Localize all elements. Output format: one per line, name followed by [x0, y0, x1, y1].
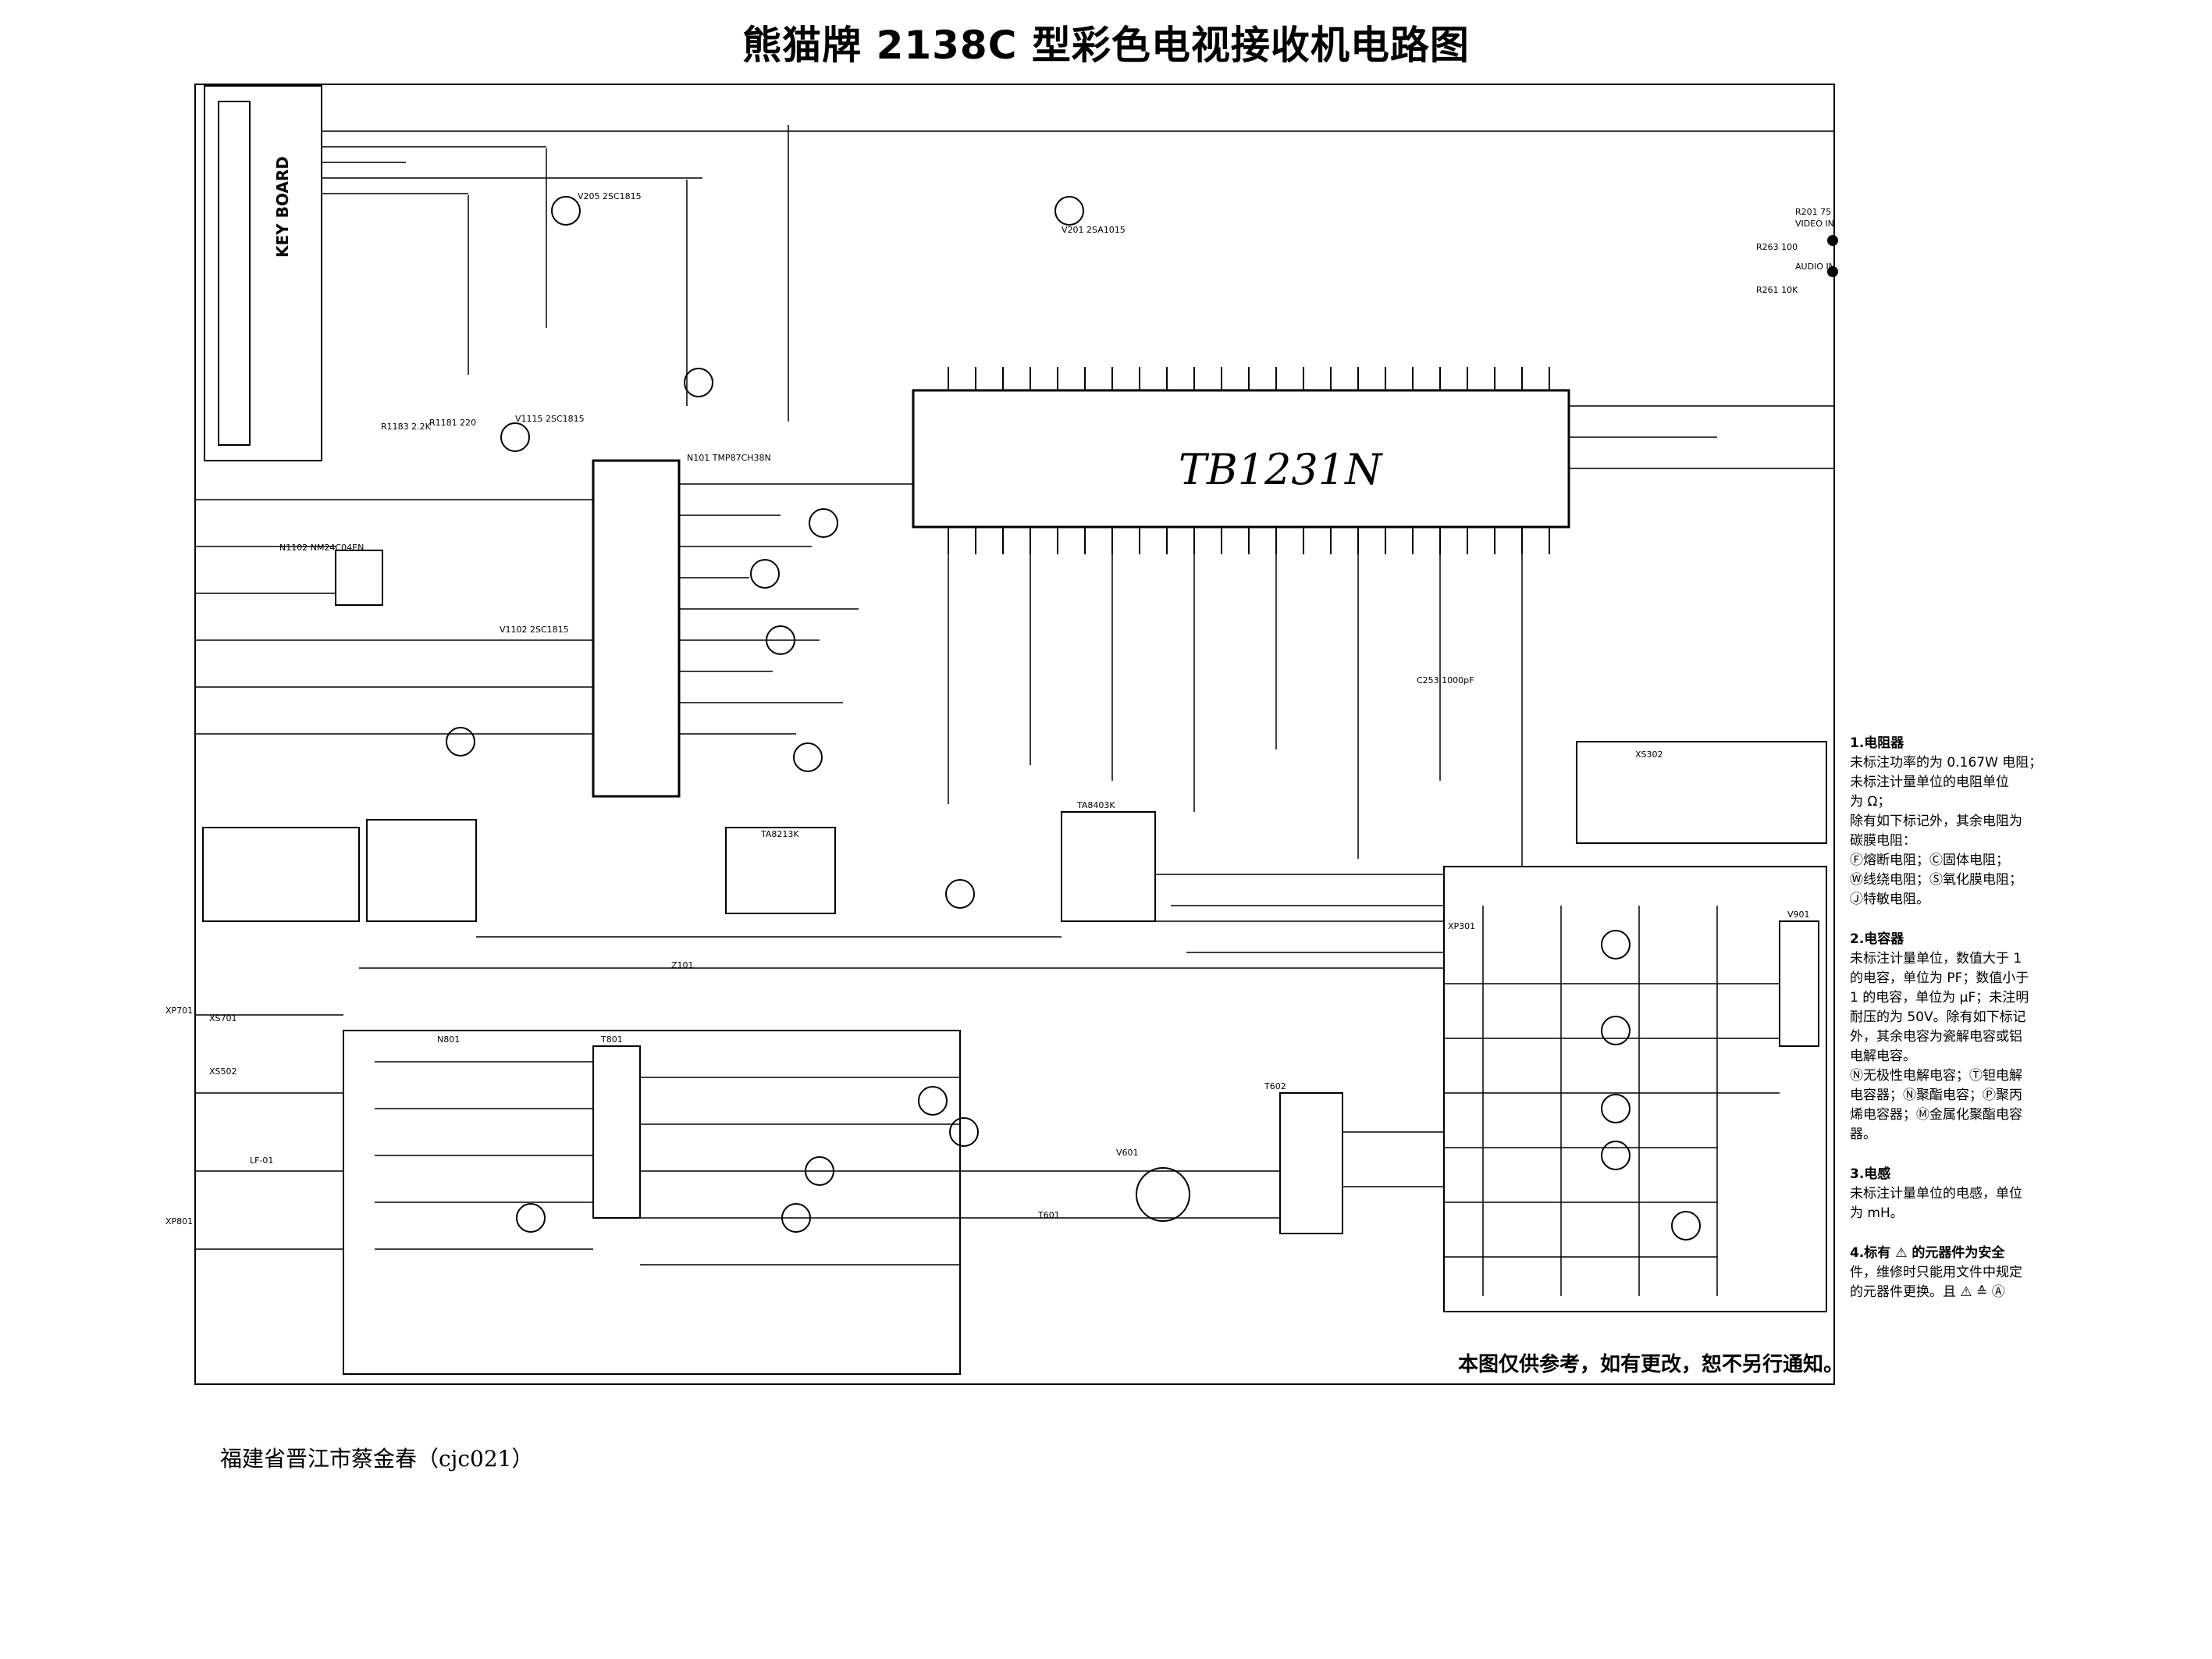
transistor-symbols — [446, 196, 1701, 1241]
component-label: N101 TMP87CH38N — [687, 453, 771, 463]
note-line: 的元器件更换。且 ⚠ ≙ Ⓐ — [1850, 1284, 2005, 1300]
component-label: TA8213K — [760, 829, 799, 839]
note-line: 件，维修时只能用文件中规定 — [1850, 1265, 2022, 1280]
note-line: Ⓕ熔断电阻；Ⓒ固体电阻； — [1850, 853, 2009, 868]
note-line: 电解电容。 — [1850, 1048, 1916, 1064]
component-label: XP801 — [165, 1216, 193, 1226]
note-resistor: 1.电阻器 未标注功率的为 0.167W 电阻； 未标注计量单位的电阻单位 为 … — [1850, 734, 2084, 910]
degauss-box — [1576, 741, 1827, 844]
component-label: XP301 — [1448, 921, 1475, 931]
note-line: 耐压的为 50V。除有如下标记 — [1850, 1009, 2026, 1025]
credit-text: 福建省晋江市蔡金春（cjc021） — [220, 1446, 534, 1472]
note-title: 2.电容器 — [1850, 931, 1904, 947]
note-line: 碳膜电阻： — [1850, 833, 1916, 849]
keyboard-box — [204, 85, 322, 461]
component-label: V601 — [1116, 1148, 1139, 1158]
note-line: 1 的电容，单位为 μF；未注明 — [1850, 990, 2029, 1006]
power-supply-region — [343, 1030, 961, 1375]
note-line: Ⓝ无极性电解电容；Ⓣ钽电解 — [1850, 1068, 2022, 1084]
tuner-box — [202, 827, 360, 922]
note-capacitor: 2.电容器 未标注计量单位，数值大于 1 的电容，单位为 PF；数值小于 1 的… — [1850, 930, 2084, 1145]
switching-transformer — [592, 1045, 641, 1219]
component-label: T602 — [1264, 1081, 1286, 1091]
component-label: C253 1000pF — [1417, 675, 1474, 685]
component-label: V205 2SC1815 — [578, 191, 642, 201]
crt-board-box — [1443, 866, 1827, 1312]
component-label: T601 — [1037, 1210, 1060, 1220]
component-label: R1183 2.2K — [381, 422, 432, 432]
note-title: 1.电阻器 — [1850, 735, 1904, 751]
note-line: 为 Ω； — [1850, 794, 1891, 810]
note-line: 未标注计量单位，数值大于 1 — [1850, 951, 2022, 967]
diagram-title: 熊猫牌 2138C 型彩色电视接收机电路图 — [742, 23, 1470, 68]
component-label: T801 — [600, 1034, 623, 1045]
note-title: 4.标有 ⚠ 的元器件为安全 — [1850, 1245, 2005, 1261]
note-line: 器。 — [1850, 1127, 1876, 1142]
component-label: Z101 — [671, 960, 694, 970]
ic-bottom-pins — [948, 527, 1550, 554]
note-line: Ⓦ线绕电阻；Ⓢ氧化膜电阻； — [1850, 872, 2022, 888]
component-designators: N101 TMP87CH38N N1102 NM24C04EN TA8213K … — [165, 191, 1835, 1226]
note-line: 烯电容器；Ⓜ金属化聚酯电容 — [1850, 1107, 2022, 1123]
note-inductor: 3.电感 未标注计量单位的电感，单位 为 mH。 — [1850, 1165, 2084, 1223]
note-line: 除有如下标记外，其余电阻为 — [1850, 813, 2022, 829]
vertical-output-box — [1061, 811, 1156, 922]
component-label: TA8403K — [1076, 800, 1115, 810]
note-line: 外，其余电容为瓷解电容或铝 — [1850, 1029, 2022, 1045]
video-in-label: VIDEO IN — [1795, 219, 1834, 229]
main-ic-body — [912, 389, 1570, 529]
component-label: V1102 2SC1815 — [500, 625, 569, 635]
keyboard-label: KEY BOARD — [273, 156, 292, 258]
component-label: V201 2SA1015 — [1062, 225, 1126, 235]
note-line: 的电容，单位为 PF；数值小于 — [1850, 970, 2029, 986]
eeprom-ic-body — [335, 550, 383, 606]
note-safety: 4.标有 ⚠ 的元器件为安全 件，维修时只能用文件中规定 的元器件更换。且 ⚠ … — [1850, 1244, 2084, 1302]
notes-panel: 1.电阻器 未标注功率的为 0.167W 电阻； 未标注计量单位的电阻单位 为 … — [1850, 734, 2084, 1323]
ic-top-pins — [948, 367, 1550, 390]
component-label: N801 — [437, 1034, 460, 1045]
component-label: V901 — [1787, 910, 1810, 920]
component-label: LF-01 — [250, 1155, 273, 1166]
note-line: 未标注计量单位的电阻单位 — [1850, 774, 2009, 790]
disclaimer-text: 本图仅供参考，如有更改，恕不另行通知。 — [1458, 1353, 1844, 1376]
flyback-transformer — [1279, 1092, 1343, 1234]
audio-amp-box — [725, 827, 836, 914]
note-line: 为 mH。 — [1850, 1205, 1904, 1221]
note-line: 未标注计量单位的电感，单位 — [1850, 1186, 2022, 1202]
audio-in-label: AUDIO IN — [1795, 262, 1835, 272]
note-title: 3.电感 — [1850, 1166, 1891, 1182]
component-label: R1181 220 — [429, 418, 476, 428]
note-line: 未标注功率的为 0.167W 电阻； — [1850, 755, 2043, 771]
component-label: V1115 2SC1815 — [515, 414, 585, 424]
mcu-ic-body — [592, 459, 681, 798]
component-label: R263 100 — [1756, 242, 1798, 252]
if-module-box — [366, 819, 477, 922]
component-label: XS502 — [209, 1066, 237, 1077]
component-label: N1102 NM24C04EN — [279, 543, 364, 553]
component-label: XP701 — [165, 1006, 193, 1016]
note-line: Ⓙ特敏电阻。 — [1850, 892, 1929, 907]
component-label: XS302 — [1635, 749, 1663, 760]
component-label: XS701 — [209, 1013, 237, 1024]
crt-socket — [1779, 920, 1819, 1047]
note-line: 电容器；Ⓝ聚酯电容；Ⓟ聚丙 — [1850, 1088, 2022, 1103]
component-label: R201 75 — [1795, 207, 1831, 217]
component-label: R261 10K — [1756, 285, 1798, 295]
main-ic-label: TB1231N — [1179, 445, 1382, 494]
